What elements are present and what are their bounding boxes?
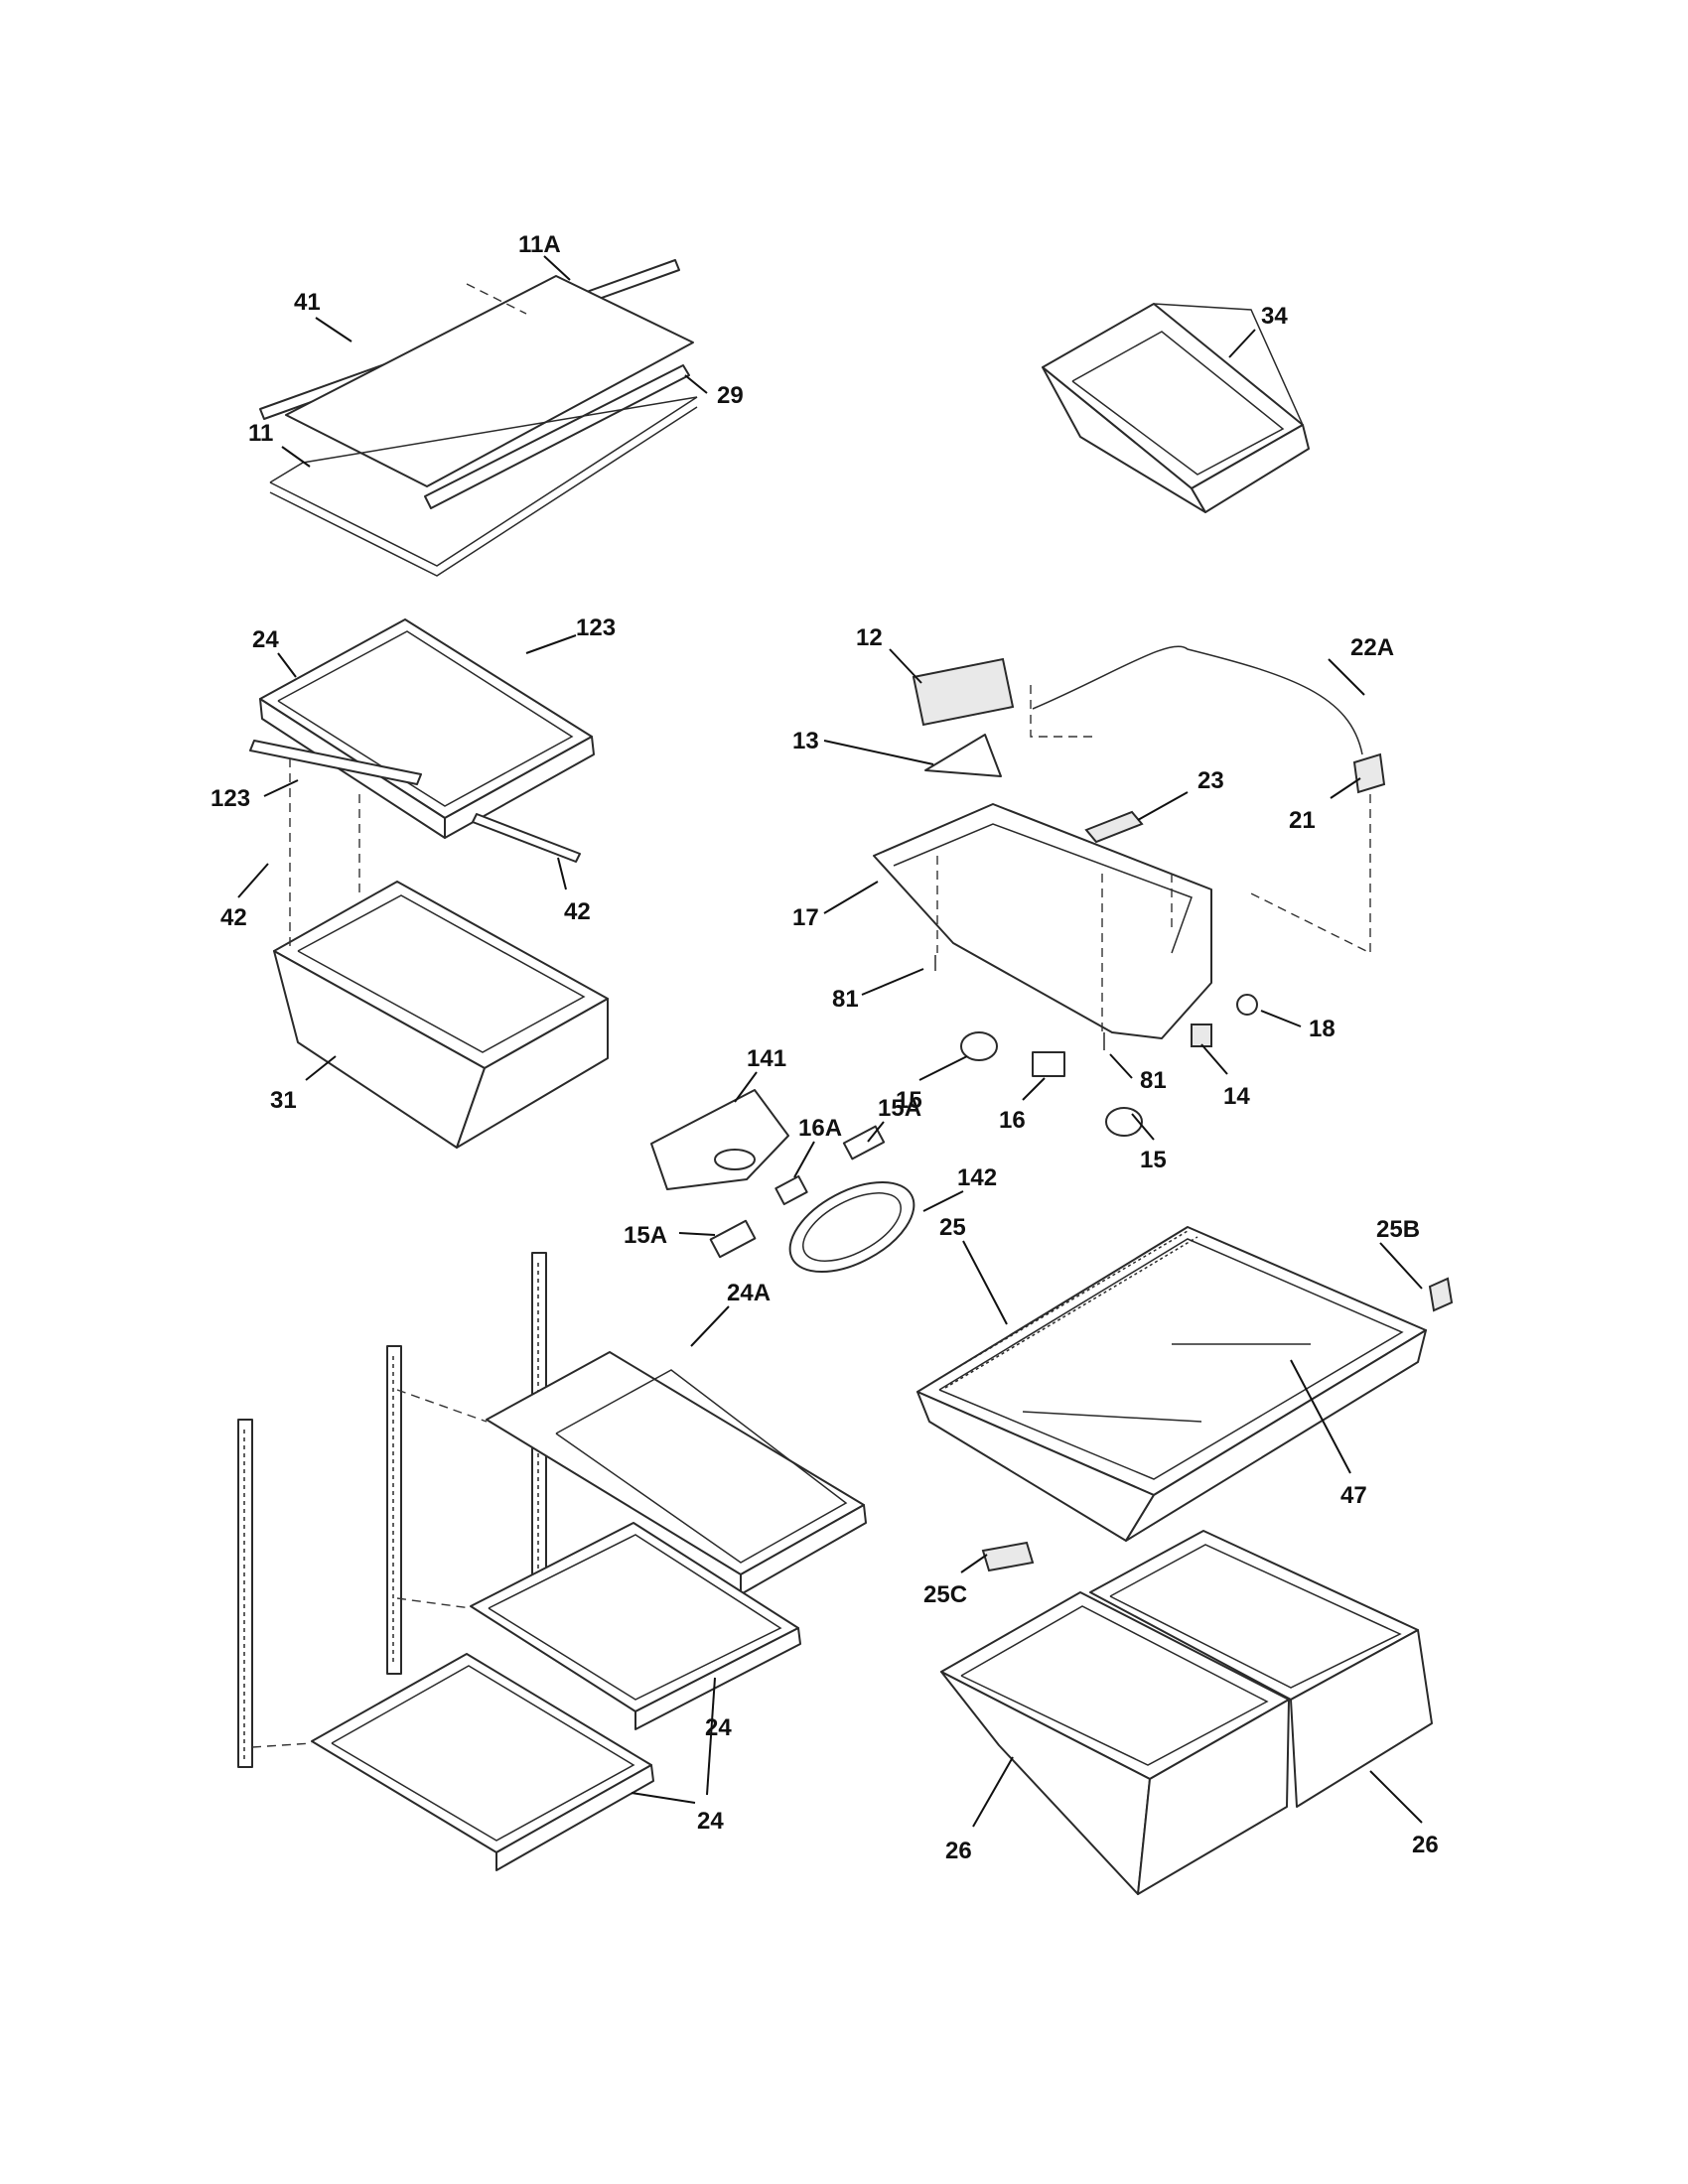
label-11: 11 [248, 420, 273, 447]
label-142: 142 [957, 1164, 997, 1191]
label-22A: 22A [1350, 634, 1394, 661]
bulb-15-left [960, 1031, 998, 1061]
door-bin-34 [1042, 303, 1310, 513]
shelf-24A [396, 1351, 867, 1595]
label-15A-lower: 15A [624, 1222, 667, 1249]
shelf-24-middle [396, 1522, 801, 1730]
connector-21 [1352, 752, 1386, 794]
clip-25C [981, 1541, 1035, 1572]
switch-14 [1191, 1024, 1212, 1047]
label-26-left: 26 [945, 1838, 972, 1864]
label-24-top: 24 [252, 626, 279, 653]
label-24-bottom: 24 [697, 1808, 724, 1835]
label-11A: 11A [518, 231, 561, 258]
label-16: 16 [999, 1107, 1026, 1134]
cover-141 [650, 1089, 789, 1190]
label-15-left: 15 [896, 1087, 922, 1114]
label-18: 18 [1309, 1016, 1336, 1042]
light-cover-141-142 [650, 1089, 915, 1274]
label-34: 34 [1261, 303, 1288, 330]
switch-23 [1084, 810, 1144, 844]
socket-16A [774, 1174, 808, 1206]
part-labels: 11A 41 29 11 34 24 123 123 42 42 31 12 2… [211, 231, 1439, 1864]
label-24-middle: 24 [705, 1714, 732, 1741]
label-23: 23 [1197, 767, 1224, 794]
glass-47 [938, 1238, 1404, 1480]
baffle-13 [924, 734, 1002, 777]
wire-22A [1032, 645, 1363, 755]
rail-42-left [249, 740, 422, 785]
label-81-left: 81 [832, 986, 859, 1013]
label-42-right: 42 [564, 898, 591, 925]
label-14: 14 [1223, 1083, 1250, 1110]
label-15A-upper: 15A [878, 1095, 921, 1122]
shelf-rails [237, 1252, 547, 1768]
shelf-24-bottom [251, 1653, 654, 1871]
label-25B: 25B [1376, 1216, 1420, 1243]
light-housing-assembly [873, 645, 1386, 1137]
label-13: 13 [792, 728, 819, 754]
label-31: 31 [270, 1087, 297, 1114]
socket-16 [1032, 1051, 1065, 1077]
label-123-left: 123 [211, 785, 250, 812]
label-26-right: 26 [1412, 1832, 1439, 1858]
label-24A: 24A [727, 1280, 771, 1306]
shelf-24-and-drawer-31 [249, 618, 609, 1149]
label-15-right: 15 [1140, 1147, 1167, 1173]
control-knob-12 [912, 657, 1015, 727]
shelf-assembly-11 [259, 259, 698, 577]
crisper-cover-25 [916, 1226, 1454, 1572]
leader-lines [237, 255, 1423, 1828]
label-47: 47 [1340, 1482, 1367, 1509]
label-16A: 16A [798, 1115, 842, 1142]
label-141: 141 [747, 1045, 786, 1072]
crisper-drawers-26 [940, 1530, 1433, 1895]
label-17: 17 [792, 904, 819, 931]
housing-17 [873, 803, 1212, 1039]
label-42-left: 42 [220, 904, 247, 931]
label-81-right: 81 [1140, 1067, 1167, 1094]
label-21: 21 [1289, 807, 1316, 834]
bulb-15A-lower [709, 1219, 757, 1259]
rail-29 [424, 364, 690, 509]
bulb-15A-upper [842, 1125, 886, 1160]
glass-11A [285, 275, 694, 487]
rail-42-right [472, 813, 581, 863]
bulb-15-right [1105, 1107, 1143, 1137]
label-29: 29 [717, 382, 744, 409]
label-25C: 25C [923, 1581, 967, 1608]
label-123-top: 123 [576, 614, 616, 641]
lens-142 [788, 1180, 915, 1274]
clip-18 [1236, 994, 1258, 1016]
label-12: 12 [856, 624, 883, 651]
frame-11 [269, 396, 698, 567]
clip-25B [1428, 1277, 1454, 1312]
label-41: 41 [294, 289, 321, 316]
label-25: 25 [939, 1214, 966, 1241]
